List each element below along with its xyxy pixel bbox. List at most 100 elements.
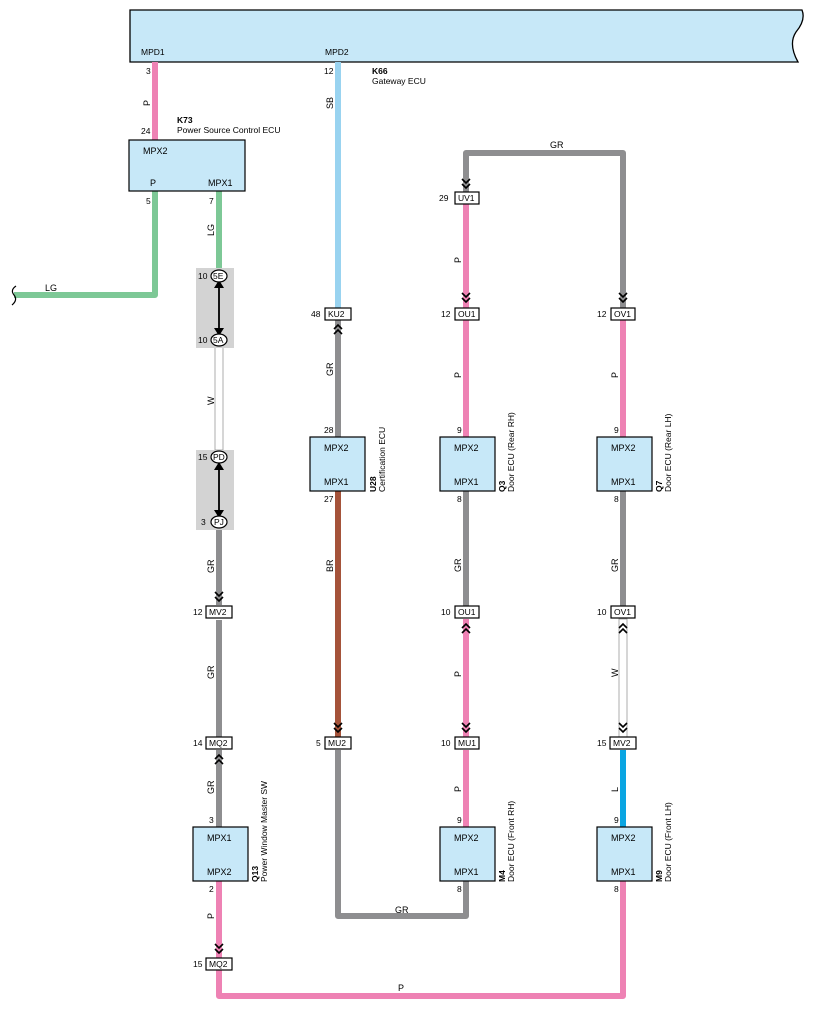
- pin-no-k73-p: 5: [146, 196, 151, 206]
- wire-ov1-mv2: [618, 618, 628, 738]
- q13-code: Q13: [250, 866, 260, 882]
- wire-break-mark: [11, 285, 17, 306]
- conn-5e-pin: 10: [198, 271, 208, 281]
- conn-mq2-top: [205, 736, 233, 750]
- conn-mu1-label: MU1: [458, 738, 476, 748]
- q7-code: Q7: [654, 480, 664, 492]
- conn-pd-label: PD: [213, 452, 225, 462]
- conn-mq2-bottom-label: MQ2: [209, 959, 228, 969]
- m9-box: [596, 826, 653, 882]
- conn-mq2-top-pin: 14: [193, 738, 203, 748]
- pin-no-q7-top: 9: [614, 425, 619, 435]
- wl-q7-ov1: GR: [610, 558, 620, 572]
- conn-uv1-pin: 29: [439, 193, 449, 203]
- gateway-code: K66: [372, 66, 388, 76]
- m4-pin-mpx1: MPX1: [454, 867, 479, 877]
- wl-uv1-ov1-top: GR: [550, 140, 564, 150]
- conn-mq2-top-label: MQ2: [209, 738, 228, 748]
- pin-no-gw-mpd1: 3: [146, 66, 151, 76]
- joint-arrow-1a: [214, 280, 224, 288]
- wl-ov1-mv2: W: [610, 668, 620, 677]
- wire-k73-p-left: [14, 191, 158, 298]
- conn-ov1-top: [610, 307, 636, 321]
- q7-pin-mpx1: MPX1: [611, 477, 636, 487]
- q3-name: Door ECU (Rear RH): [506, 412, 516, 492]
- wl-ku2-u28: GR: [325, 362, 335, 376]
- conn-ou1-top: [454, 307, 480, 321]
- wire-bottom-p: [216, 881, 626, 999]
- gateway-ecu-box: [129, 9, 804, 63]
- conn-5e-label: 5E: [213, 271, 224, 281]
- ecu-q13: MPX1 MPX2 Q13 Power Window Master SW: [192, 781, 269, 882]
- wl-mq2-q13: GR: [206, 780, 216, 794]
- conn-mu1: [454, 736, 480, 750]
- q3-code: Q3: [497, 480, 507, 492]
- conn-pj: [210, 515, 228, 529]
- pin-no-q3-bottom: 8: [457, 494, 462, 504]
- wires: [14, 62, 626, 999]
- wl-ou1-q3: P: [453, 372, 463, 378]
- conn-ou1-bottom: [454, 605, 480, 619]
- wl-ou1-mu1: P: [453, 671, 463, 677]
- k73-box: [128, 139, 246, 192]
- ecu-m4: MPX2 MPX1 M4 Door ECU (Front RH): [439, 801, 516, 882]
- wl-q3-ou1: GR: [453, 558, 463, 572]
- conn-mq2-bottom-pin: 15: [193, 959, 203, 969]
- inline-connectors: UV1 29 OU1 12 OV1 12 KU2 48 5E 10 5A 10 …: [193, 178, 637, 971]
- gateway-pin-mpd2: MPD2: [325, 47, 349, 57]
- conn-ku2: [324, 307, 352, 321]
- m9-pin-mpx2: MPX2: [611, 833, 636, 843]
- conn-pd: [210, 450, 228, 464]
- wl-mu1-m4: P: [453, 786, 463, 792]
- wl-mu2-m4: GR: [395, 905, 409, 915]
- conn-mv2-left-pin: 12: [193, 607, 203, 617]
- ecu-u28: MPX2 MPX1 U28 Certification ECU: [309, 427, 387, 492]
- pin-no-m4-top: 9: [457, 815, 462, 825]
- conn-5a: [210, 333, 228, 347]
- conn-5a-label: 5A: [213, 335, 224, 345]
- pin-no-q13-bottom: 2: [209, 884, 214, 894]
- conn-pd-pin: 15: [198, 452, 208, 462]
- conn-mv2-right: [609, 736, 637, 750]
- wire-color-labels: P SB LG LG W GR GR GR P GR BR GR GR P P …: [45, 97, 620, 993]
- u28-code: U28: [368, 476, 378, 492]
- k73-code: K73: [177, 115, 193, 125]
- u28-box: [309, 436, 366, 492]
- gateway-ecu: MPD1 MPD2 K66 Gateway ECU: [129, 9, 804, 86]
- wl-mv2-m9: L: [610, 787, 620, 792]
- conn-uv1: [454, 191, 480, 205]
- conn-ov1-top-label: OV1: [614, 309, 631, 319]
- wl-gw-k73: P: [142, 100, 152, 106]
- k73-pin-p: P: [150, 178, 156, 188]
- u28-pin-mpx1: MPX1: [324, 477, 349, 487]
- conn-ou1-top-label: OU1: [458, 309, 476, 319]
- wl-uv1-ou1: P: [453, 257, 463, 263]
- conn-mq2-bottom: [205, 957, 233, 971]
- pin-no-m9-top: 9: [614, 815, 619, 825]
- conn-ov1-bottom-pin: 10: [597, 607, 607, 617]
- pin-no-u28-bottom: 27: [324, 494, 334, 504]
- wire-joint-w: [214, 345, 224, 451]
- conn-ou1-bottom-label: OU1: [458, 607, 476, 617]
- m4-pin-mpx2: MPX2: [454, 833, 479, 843]
- ecu-q7: MPX2 MPX1 Q7 Door ECU (Rear LH): [596, 413, 673, 492]
- pin-no-q7-bottom: 8: [614, 494, 619, 504]
- joint-arrow-1b: [214, 328, 224, 336]
- wl-pj-mv2: GR: [206, 559, 216, 573]
- wl-q13-mq2: P: [206, 913, 216, 919]
- ecu-q3: MPX2 MPX1 Q3 Door ECU (Rear RH): [439, 412, 516, 492]
- wl-gw-ku2: SB: [325, 97, 335, 109]
- k73-name: Power Source Control ECU: [177, 125, 280, 135]
- white-wires: [214, 345, 628, 738]
- q7-box: [596, 436, 653, 492]
- conn-uv1-label: UV1: [458, 193, 475, 203]
- conn-ov1-top-pin: 12: [597, 309, 607, 319]
- u28-pin-mpx2: MPX2: [324, 443, 349, 453]
- gateway-pin-mpd1: MPD1: [141, 47, 165, 57]
- pin-no-gw-mpd2: 12: [324, 66, 334, 76]
- q13-name: Power Window Master SW: [259, 781, 269, 882]
- ecu-m9: MPX2 MPX1 M9 Door ECU (Front LH): [596, 802, 673, 882]
- wl-k73-p-left: LG: [45, 283, 57, 293]
